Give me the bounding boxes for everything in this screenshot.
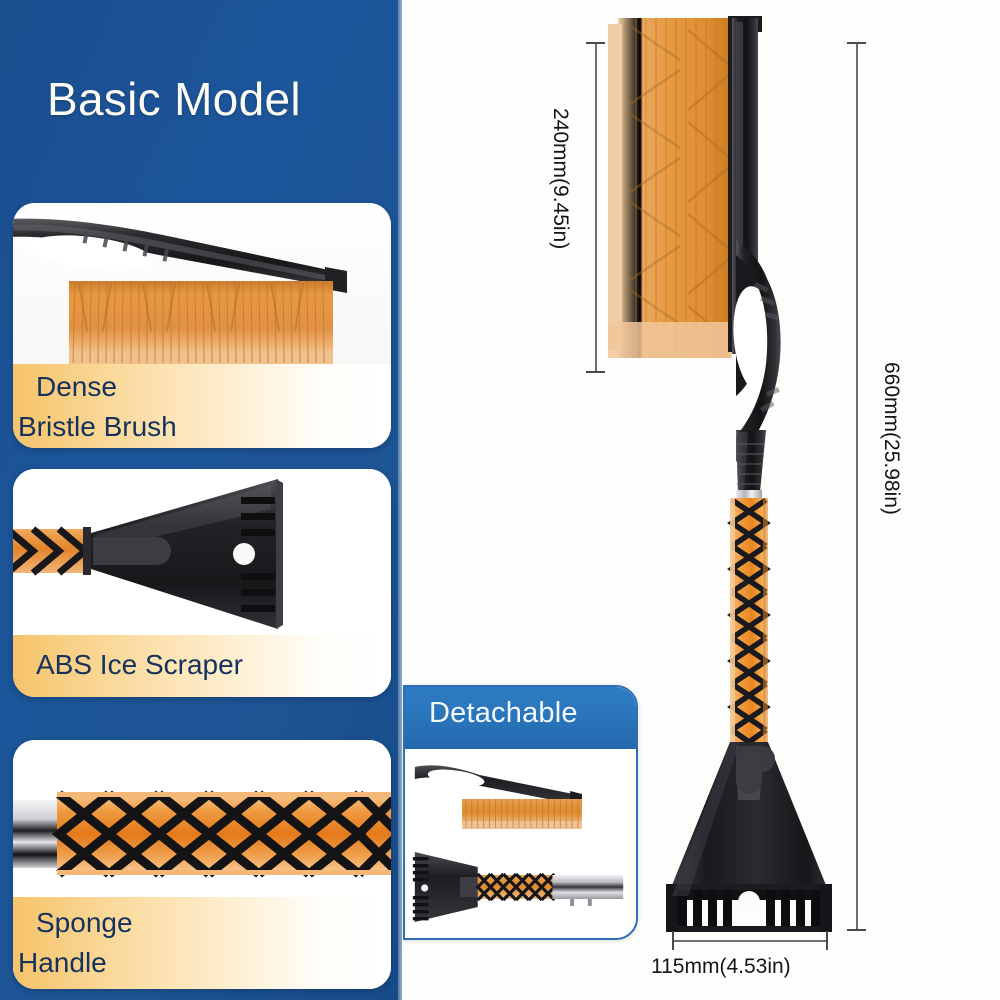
dimension-tick-bottom: [586, 371, 605, 373]
caption-line-1: ABS Ice Scraper: [36, 649, 243, 680]
dimension-tick-total-top: [847, 42, 866, 44]
caption-line-1: Dense: [36, 371, 117, 402]
caption-line-2: Bristle Brush: [18, 411, 177, 442]
dimension-tick-right: [826, 931, 828, 950]
brush-bristles: [608, 18, 732, 358]
sponge-grip: [727, 497, 771, 746]
detached-parts-image: [405, 749, 636, 938]
dimension-label-scraper-width: 115mm(4.53in): [651, 955, 791, 978]
feature-caption-abs-ice-scraper: ABS Ice Scraper: [13, 635, 391, 697]
dimension-line-total-length: [856, 42, 858, 930]
detachable-header-label: Detachable: [429, 697, 578, 729]
main-product-image: [608, 16, 832, 932]
feature-card-sponge-handle: Sponge Handle: [13, 740, 391, 989]
page-title: Basic Model: [47, 73, 301, 125]
caption-line-1: Sponge: [36, 907, 133, 938]
dimension-tick-total-bottom: [847, 929, 866, 931]
dimension-tick-left: [672, 931, 674, 950]
dimension-line-brush-width: [595, 42, 597, 372]
feature-caption-sponge-handle: Sponge Handle: [13, 897, 391, 989]
caption-line-2: Handle: [18, 947, 107, 978]
dimension-label-total-length: 660mm(25.98in): [880, 362, 903, 515]
detachable-card: Detachable: [403, 685, 638, 940]
dimension-line-scraper-width: [672, 940, 827, 942]
dimension-tick-top: [586, 42, 605, 44]
feature-caption-dense-bristle-brush: Dense Bristle Brush: [13, 364, 391, 448]
dimension-label-brush-width: 240mm(9.45in): [549, 108, 572, 250]
detachable-header: [405, 687, 636, 749]
ice-scraper-blade: [666, 742, 832, 932]
feature-card-dense-bristle-brush: Dense Bristle Brush: [13, 203, 391, 448]
feature-card-abs-ice-scraper: ABS Ice Scraper: [13, 469, 391, 697]
brush-handle-body: [728, 16, 781, 500]
